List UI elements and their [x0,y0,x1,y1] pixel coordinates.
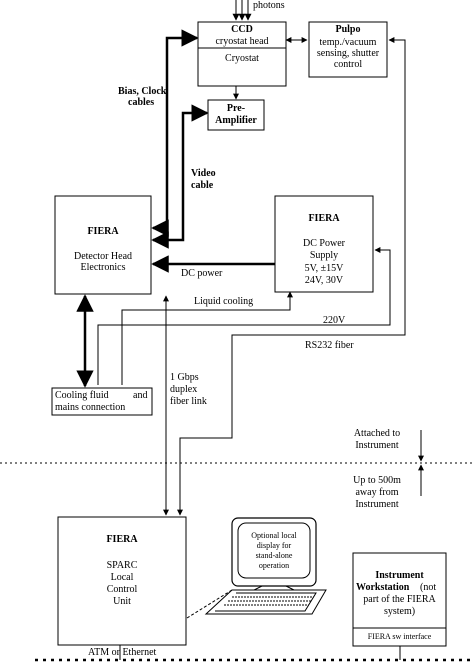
fiber-link-line3: fiber link [170,396,207,407]
away-line3: Instrument [355,499,399,510]
lcu-title: FIERA [106,534,138,545]
display-line3: stand-alone [255,551,293,560]
v220-label: 220V [323,315,346,326]
photons-label: photons [253,0,285,11]
pulpo-line2: sensing, shutter [316,48,380,59]
power-supply-line2: Supply [309,250,339,261]
away-line1: Up to 500m [353,475,401,486]
attached-line1: Attached to [353,428,401,439]
workstation-line3: system) [383,606,416,617]
display-line1: Optional local [251,531,297,540]
fiber-link-line1: 1 Gbps [170,372,199,383]
lcu-line1: SPARC [106,560,138,571]
workstation-line1: (not [420,582,437,593]
bias-clock-line2: cables [128,97,155,108]
display-line4: operation [258,561,290,570]
ccd-title: CCD [231,24,253,35]
detector-head-line2: Electronics [80,262,126,273]
detector-head-line1: Detector Head [73,251,133,262]
dc-power-label: DC power [181,268,223,279]
power-supply-title: FIERA [308,213,340,224]
photon-arrows [232,0,252,21]
cryostat-label: Cryostat [225,53,259,64]
attached-line2: Instrument [355,440,399,451]
lcu-box [57,516,187,646]
pulpo-rs232-line [177,37,406,516]
cooling-box [51,387,153,416]
ccd-subtitle: cryostat head [215,36,269,47]
power-supply-line3: 5V, ±15V [304,263,344,274]
preamp-line2: Amplifier [215,115,257,126]
rs232-label: RS232 fiber [305,340,354,351]
lcu-line4: Unit [113,596,131,607]
pulpo-line3: control [333,59,363,70]
liquid-cooling-label: Liquid cooling [194,296,254,307]
workstation-title2: Workstation [356,582,410,593]
pulpo-title: Pulpo [335,24,361,35]
pulpo-line1: temp./vacuum [319,37,377,48]
away-line2: away from [355,487,399,498]
workstation-title1: Instrument [375,570,424,581]
display-line2: display for [256,541,292,550]
monitor-icon [231,517,317,591]
workstation-footer: FIERA sw interface [367,632,432,641]
lcu-line2: Local [110,572,134,583]
preamp-line1: Pre- [226,103,246,114]
detector-head-box [54,195,152,295]
cooling-line3: mains connection [55,402,126,413]
bias-clock-cable [151,29,199,237]
lcu-display-link [186,589,233,619]
video-cable-line1: Video [191,168,216,179]
fiber-link-line2: duplex [170,384,198,395]
workstation-line2: part of the FIERA [363,594,436,605]
keyboard-icon [204,589,327,615]
cooling-line1: Cooling fluid [55,390,109,401]
power-supply-line4: 24V, 30V [304,275,344,286]
network-label: ATM or Ethernet [88,647,157,658]
bias-clock-line1: Bias, Clock [118,86,167,97]
cooling-line2: and [133,390,148,401]
lcu-line3: Control [106,584,138,595]
detector-head-title: FIERA [87,226,119,237]
video-cable-line2: cable [191,180,214,191]
power-supply-line1: DC Power [303,238,345,249]
